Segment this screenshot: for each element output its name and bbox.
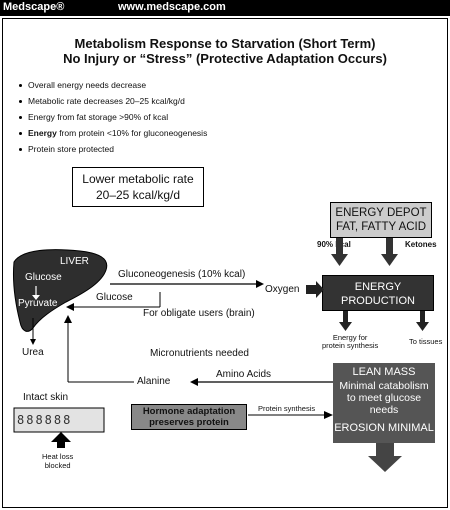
title-line-2: No Injury or “Stress” (Protective Adapta…: [63, 51, 387, 66]
lean-mass-line-2: to meet glucose: [346, 392, 422, 404]
skin-cells-icon: 888888: [17, 413, 73, 427]
bullet-2: Metabolic rate decreases 20–25 kcal/kg/d: [19, 96, 185, 106]
lean-mass-footer: EROSION MINIMAL: [334, 422, 434, 434]
hormone-line-2: preserves protein: [149, 417, 229, 428]
bullet-1: Overall energy needs decrease: [18, 80, 147, 90]
alanine-label: Alanine: [137, 376, 171, 387]
amino-acids-label: Amino Acids: [216, 369, 272, 380]
title-line-1: Metabolism Response to Starvation (Short…: [74, 36, 376, 51]
urea-label: Urea: [22, 347, 44, 358]
label-energy-protein-synthesis: Energy for protein synthesis: [322, 333, 379, 350]
hormone-adaptation-box: Hormone adaptation preserves protein: [131, 404, 247, 430]
obligate-users-label: For obligate users (brain): [143, 308, 255, 319]
energy-depot-line-1: ENERGY DEPOT: [335, 207, 427, 219]
micronutrients-label: Micronutrients needed: [150, 348, 249, 359]
lean-mass-box: LEAN MASS Minimal catabolism to meet glu…: [333, 363, 435, 443]
energy-production-line-2: PRODUCTION: [341, 295, 415, 307]
figure-frame: [2, 18, 448, 508]
energy-production-box: ENERGY PRODUCTION: [322, 275, 434, 311]
bullet-5: Protein store protected: [19, 144, 114, 154]
oxygen-label: Oxygen: [265, 284, 300, 295]
liver-pyruvate-label: Pyruvate: [18, 298, 58, 309]
top-bar: Medscape® www.medscape.com: [0, 0, 450, 16]
liver-label: LIVER: [60, 256, 89, 267]
metabolic-rate-line-2: 20–25 kcal/kg/d: [95, 188, 181, 202]
glucose-label: Glucose: [96, 292, 133, 303]
intact-skin-label: Intact skin: [23, 392, 69, 403]
bullet-3: Energy from fat storage >90% of kcal: [18, 112, 169, 122]
label-to-tissues: To tissues: [409, 337, 443, 346]
brand-logo[interactable]: Medscape®: [3, 1, 65, 13]
energy-production-line-1: ENERGY: [354, 281, 402, 293]
label-90-kcal: 90% kcal: [317, 240, 351, 249]
protein-synthesis-label: Protein synthesis: [258, 404, 316, 413]
lean-mass-line-3: needs: [369, 404, 399, 416]
metabolic-rate-box: Lower metabolic rate 20–25 kcal/kg/d: [72, 167, 204, 207]
liver-glucose-label: Glucose: [25, 272, 62, 283]
energy-depot-box: ENERGY DEPOT FAT, FATTY ACID: [330, 202, 432, 238]
metabolic-rate-line-1: Lower metabolic rate: [82, 172, 194, 186]
bullet-4: Energy from protein <10% for gluconeogen…: [18, 128, 208, 138]
label-ketones: Ketones: [405, 240, 437, 249]
hormone-line-1: Hormone adaptation: [142, 406, 236, 417]
heat-loss-label: Heat loss blocked: [42, 452, 74, 470]
liver-shape: [13, 249, 108, 332]
gluconeogenesis-label: Gluconeogenesis (10% kcal): [118, 269, 246, 280]
lean-mass-title: LEAN MASS: [352, 366, 416, 378]
energy-depot-line-2: FAT, FATTY ACID: [335, 221, 427, 233]
site-url[interactable]: www.medscape.com: [118, 1, 226, 13]
lean-mass-line-1: Minimal catabolism: [339, 380, 429, 392]
